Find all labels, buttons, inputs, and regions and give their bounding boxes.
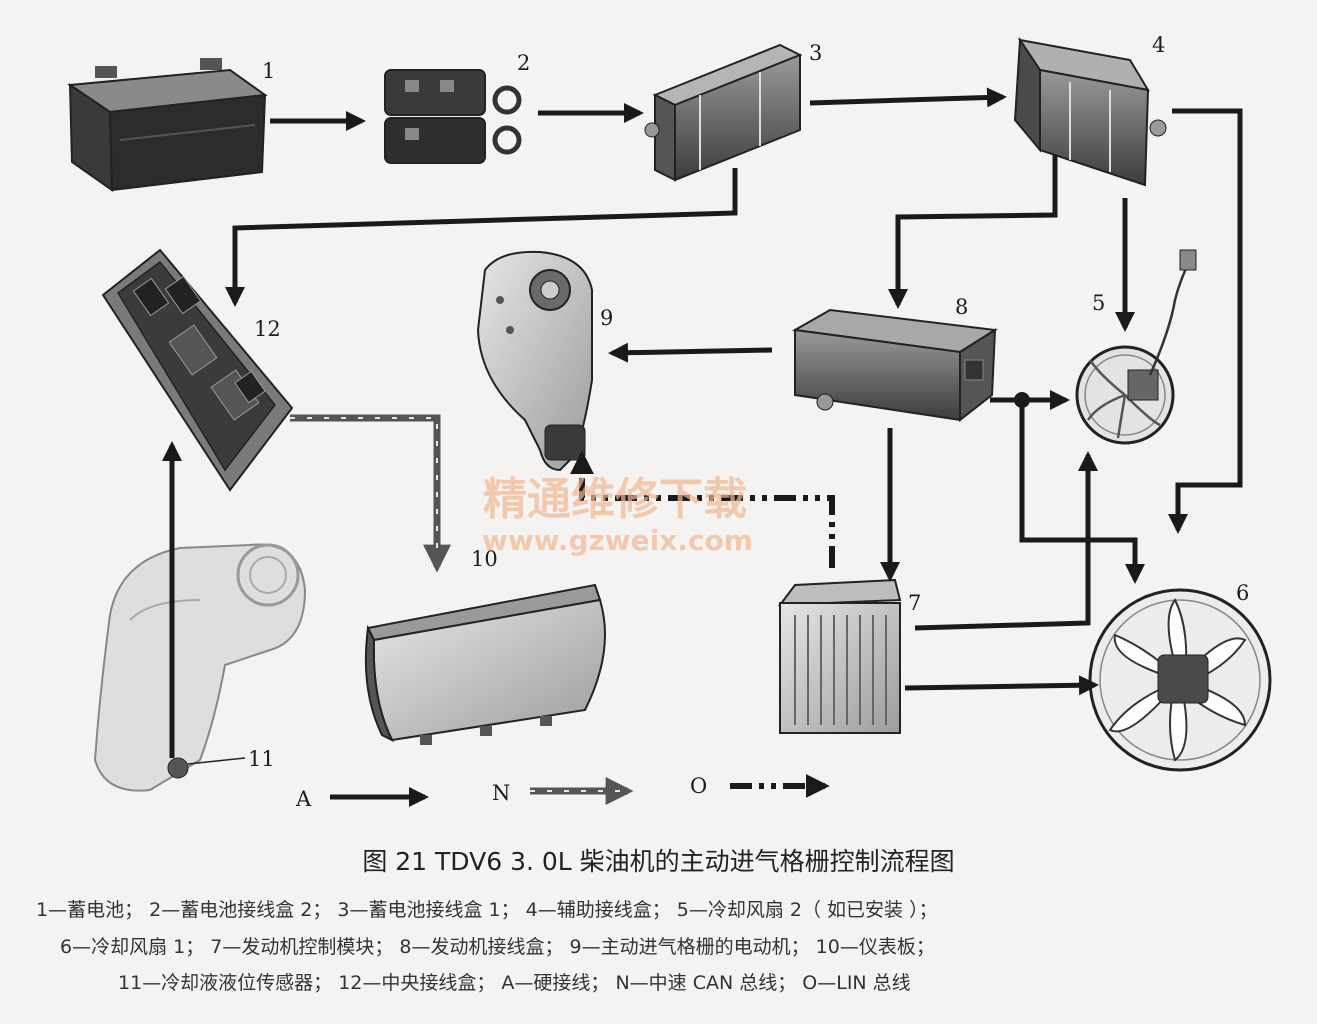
engine-control-module-drawing: [777, 578, 902, 734]
watermark-url: www.gzweix.com: [482, 524, 753, 557]
hardwire-4-to-6: [1168, 108, 1243, 534]
cooling-fan-2-drawing: [1075, 249, 1197, 445]
label-battery-junction-box-1: 3: [809, 41, 822, 65]
legend-line-1: 1—蓄电池； 2—蓄电池接线盒 2； 3—蓄电池接线盒 1； 4—辅助接线盒； …: [36, 899, 938, 921]
connection-arrows: [162, 87, 1243, 758]
grille-motor-drawing: [476, 250, 593, 472]
label-engine-control-module: 7: [908, 591, 921, 615]
label-central-junction-box: 12: [254, 317, 281, 341]
key-label-lin-bus: O: [690, 774, 707, 798]
leader-line-11: [187, 757, 246, 765]
legend-line-3: 11—冷却液液位传感器； 12—中央接线盒； A—硬接线； N—中速 CAN 总…: [118, 972, 911, 994]
hardwire-3-to-4: [809, 87, 1007, 108]
label-auxiliary-junction-box: 4: [1152, 33, 1165, 57]
auxiliary-junction-box-drawing: [1013, 36, 1167, 187]
label-battery: 1: [262, 59, 275, 83]
label-cooling-fan-2: 5: [1092, 291, 1105, 315]
hardwire-4-to-8: [888, 155, 1058, 309]
label-grille-motor: 9: [600, 306, 613, 330]
central-junction-box-drawing: [101, 248, 294, 492]
hardwire-3-to-12: [225, 168, 738, 307]
key-label-can-bus: N: [492, 781, 510, 805]
hardwire-8-to-6: [1019, 400, 1145, 584]
coolant-level-sensor-drawing: [93, 543, 307, 792]
hardwire-7-to-5: [914, 451, 1098, 631]
figure-title: 图 21 TDV6 3. 0L 柴油机的主动进气格栅控制流程图: [362, 847, 955, 876]
legend-line-2: 6—冷却风扇 1； 7—发动机控制模块； 8—发动机接线盒； 9—主动进气格栅的…: [60, 936, 935, 958]
line-type-key: A N O: [295, 774, 830, 811]
engine-junction-box-drawing: [791, 308, 998, 423]
battery-junction-box-1-drawing: [644, 43, 803, 182]
battery-drawing: [67, 58, 268, 192]
hardwire-7-to-6: [904, 675, 1099, 696]
can-bus-12-to-10: [290, 414, 451, 573]
watermark-title: 精通维修下载: [483, 474, 747, 525]
label-engine-junction-box: 8: [955, 295, 968, 319]
instrument-panel-drawing: [364, 583, 606, 745]
label-coolant-level-sensor: 11: [248, 747, 275, 771]
label-instrument-panel: 10: [471, 547, 498, 571]
cooling-fan-1-drawing: [1088, 588, 1272, 772]
label-battery-junction-box-2: 2: [517, 51, 530, 75]
label-cooling-fan-1: 6: [1236, 581, 1249, 605]
key-label-hardwire: A: [295, 787, 312, 811]
hardwire-8-to-9: [608, 342, 773, 363]
battery-junction-box-2-drawing: [384, 69, 522, 164]
